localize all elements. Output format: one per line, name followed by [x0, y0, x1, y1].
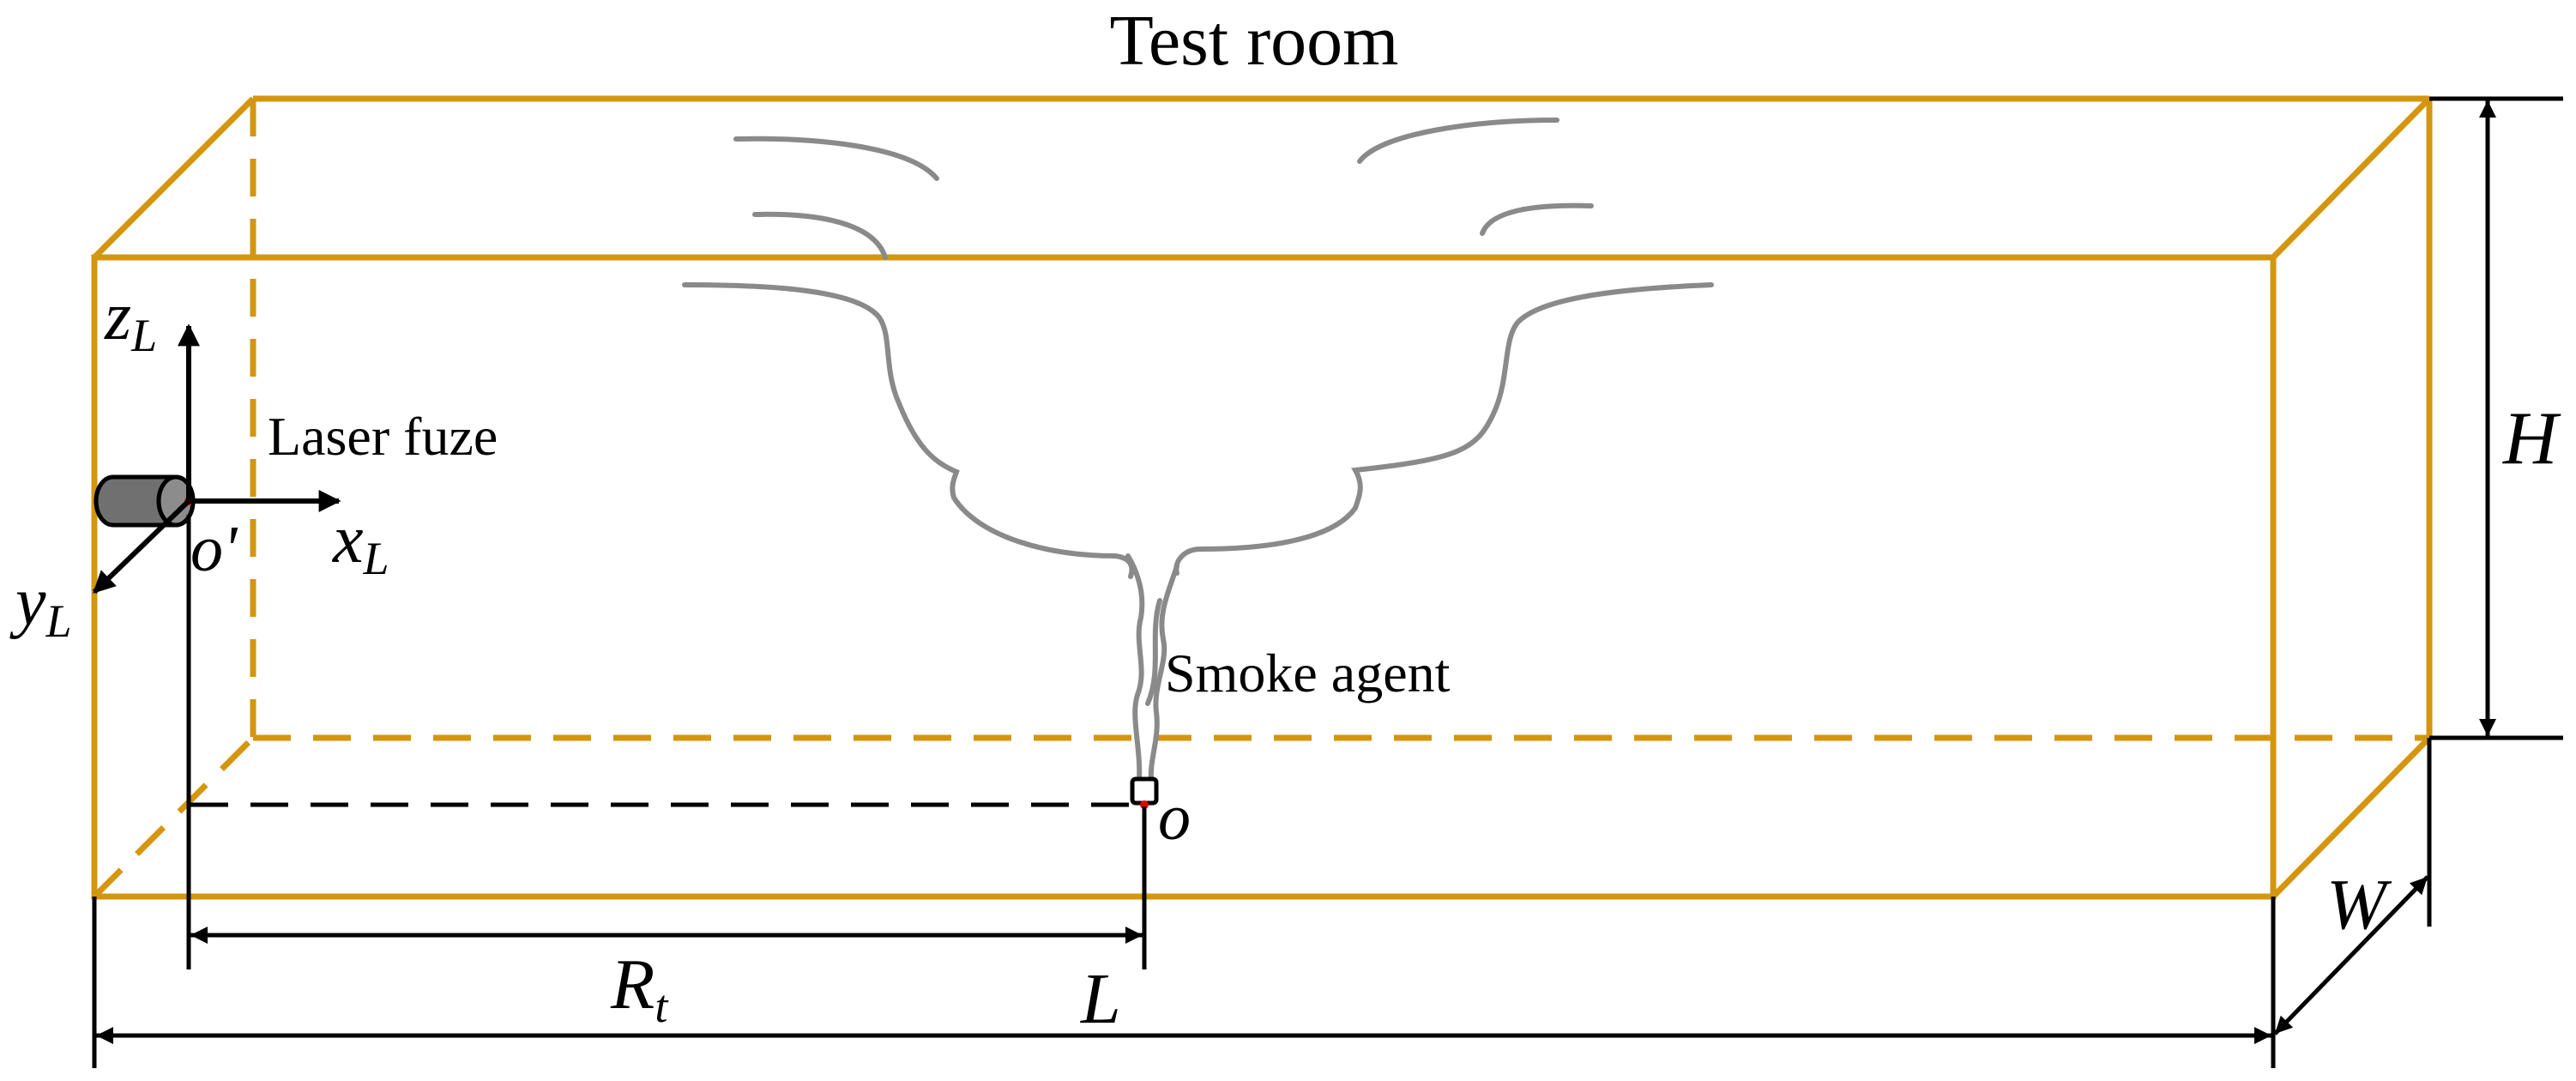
y-axis-arrow [92, 498, 191, 595]
smoke-agent-source [1130, 776, 1159, 809]
origin-o-prime-label: o' [190, 513, 238, 585]
laser-coordinate-axes [92, 323, 341, 595]
smoke-cloud-right [1173, 282, 1714, 576]
test-room-box [91, 95, 2433, 900]
smoke-stem [1125, 553, 1145, 783]
smoke-plume [682, 118, 1714, 783]
smoke-wisp [1480, 202, 1594, 236]
y-axis-label: yL [9, 565, 72, 647]
room-top-left-edge [92, 96, 256, 260]
length-dimension [92, 897, 2276, 1068]
smoke-stem [1148, 564, 1179, 783]
range-guides [186, 515, 1147, 969]
z-axis-label: zL [104, 279, 157, 361]
smoke-wisp [752, 211, 888, 260]
smoke-agent-label: Smoke agent [1165, 643, 1451, 704]
origin-o-label: o [1158, 782, 1191, 854]
room-top-right-edge [2271, 96, 2432, 260]
room-hidden-edges [92, 99, 2429, 899]
room-bottom-right-edge [2271, 735, 2432, 899]
laser-fuze [94, 474, 196, 528]
range-label: Rt [610, 945, 669, 1032]
smoke-cloud-left [682, 282, 1135, 579]
width-label: W [2326, 865, 2392, 945]
width-dimension-line [2273, 875, 2429, 1036]
width-dimension [2271, 738, 2432, 1068]
diagram-title: Test room [1109, 1, 1398, 81]
room-bottom-left-hidden-edge [92, 735, 256, 899]
smoke-stem [1145, 598, 1162, 706]
smoke-wisp [1357, 118, 1559, 164]
height-dimension [2429, 96, 2563, 740]
smoke-wisp [733, 136, 939, 181]
laser-fuze-label: Laser fuze [268, 406, 498, 467]
smoke-canister [1130, 776, 1159, 806]
height-label: H [2502, 397, 2561, 480]
length-label: L [1080, 959, 1121, 1039]
x-axis-label: xL [332, 502, 389, 584]
